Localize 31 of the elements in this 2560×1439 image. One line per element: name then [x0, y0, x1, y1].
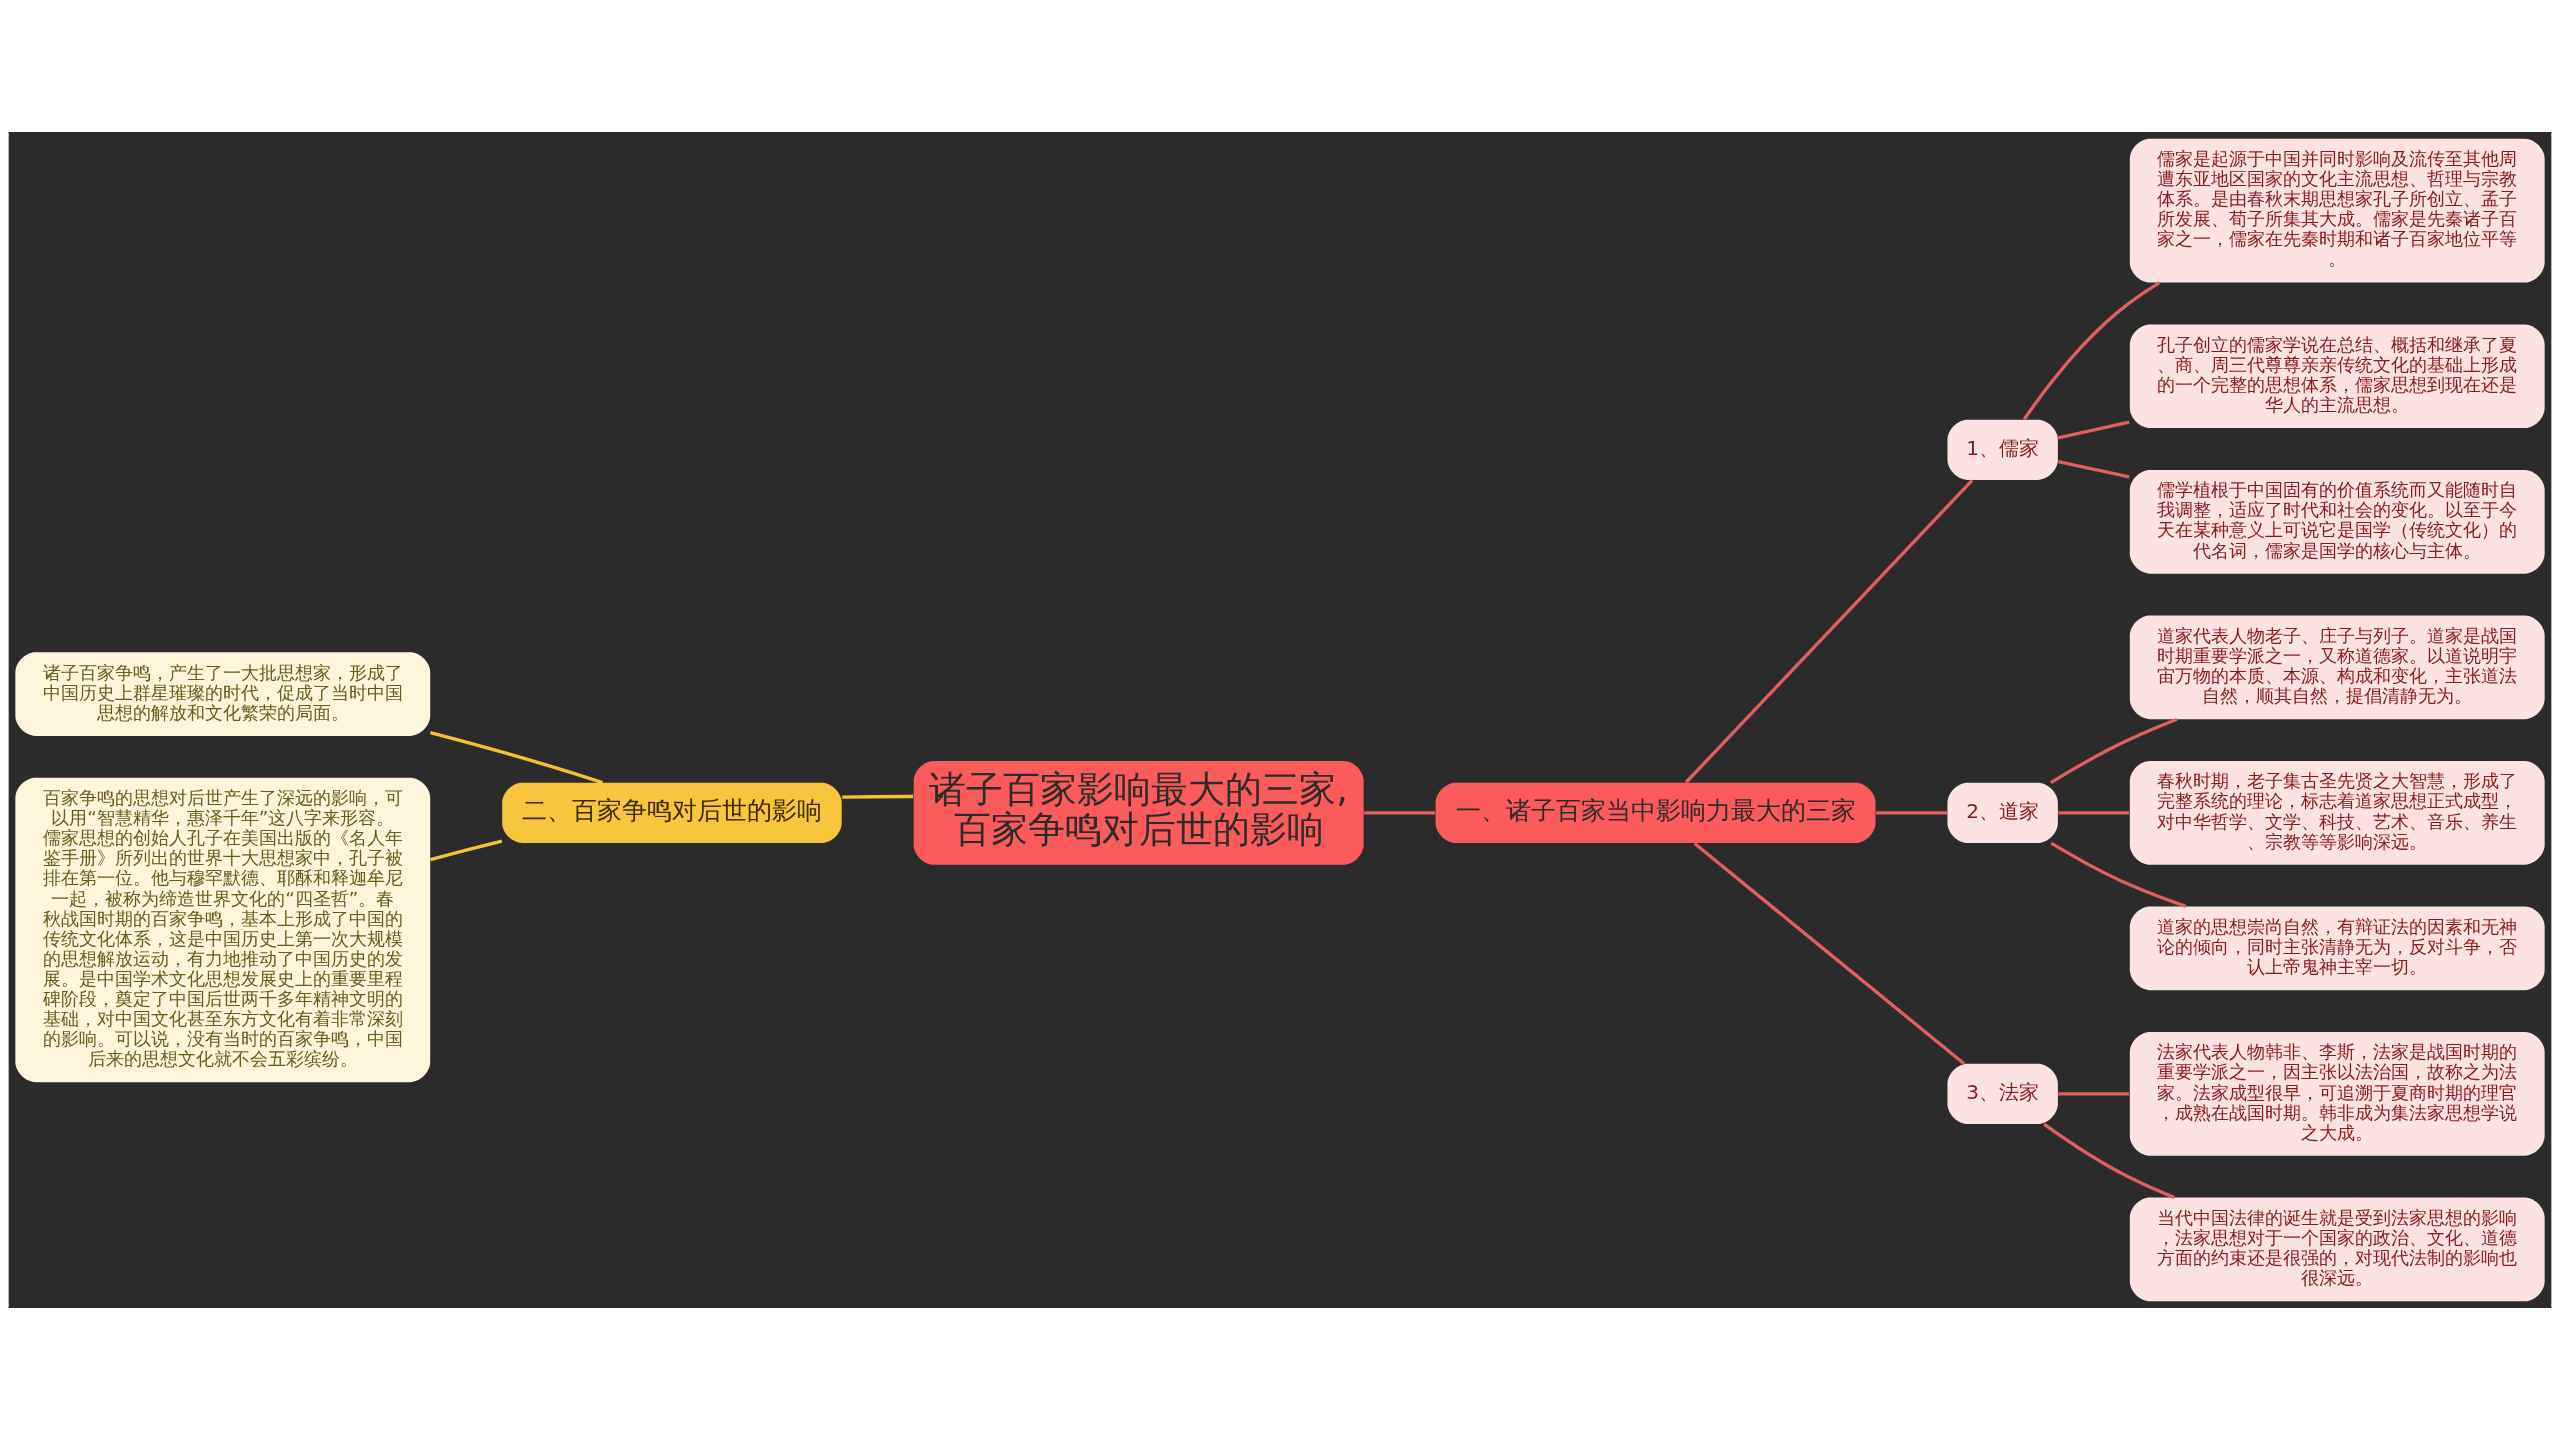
- node-box: 百家争鸣的思想对后世产生了深远的影响，可以用“智慧精华，惠泽千年”这八字来形容。儒家思想的创始人孔子在美国出版的《名人年鉴手册》所列出的世界十大思想家中，孔子被排在第一位。他与穆罕默德、耶酥和释迦牟尼一起，被称为缔造世界文化的“四圣哲”。春秋战国时期的百家争鸣，基本上形成了中国的传统文化体系，这是中国历史上第一次大规模的思想解放运动，有力地推动了中国历史的发展。是中国学术文化思想发展史上的重要里程碑阶段，奠定了中国后世两千多年精神文明的基础，对中国文化甚至东方文化有着非常深刻的影响。可以说，没有当时的百家争鸣，中国后来的思想文化就不会五彩缤纷。: [15, 777, 431, 1082]
- node-box: 春秋时期，老子集古圣先贤之大智慧，形成了完整系统的理论，标志着道家思想正式成型，对中华哲学、文学、科技、艺术、音乐、养生、宗教等等影响深远。: [2129, 760, 2545, 865]
- node-box: 孔子创立的儒家学说在总结、概括和继承了夏、商、周三代尊尊亲亲传统文化的基础上形成的一个完整的思想体系，儒家思想到现在还是华人的主流思想。: [2129, 323, 2545, 428]
- connector: [2057, 459, 2130, 479]
- node-box: 3、法家: [1947, 1063, 2058, 1124]
- node-box: 法家代表人物韩非、李斯，法家是战国时期的重要学派之一，因主张以法治国，故称之为法家。法家成型很早，可追溯于夏商时期的理官，成熟在战国时期。韩非成为集法家思想学说之大成。: [2129, 1031, 2545, 1156]
- node-box: 诸子百家影响最大的三家,百家争鸣对后世的影响: [913, 760, 1364, 865]
- connector: [2022, 280, 2161, 420]
- node-box: 1、儒家: [1947, 419, 2058, 480]
- connector: [2058, 810, 2130, 814]
- node-box: 二、百家争鸣对后世的影响: [502, 782, 842, 843]
- node-box: 道家代表人物老子、庄子与列子。道家是战国时期重要学派之一，又称道德家。以道说明宇宙万物的本质、本源、构成和变化，主张道法自然，顺其自然，提倡清静无为。: [2129, 614, 2545, 719]
- node-box: 当代中国法律的诞生就是受到法家思想的影响，法家思想对于一个国家的政治、文化、道德方面的约束还是很强的，对现代法制的影响也很深远。: [2129, 1197, 2545, 1301]
- node-box: 2、道家: [1947, 782, 2058, 843]
- node-box: 诸子百家争鸣，产生了一大批思想家，形成了中国历史上群星璀璨的时代，促成了当时中国思想的解放和文化繁荣的局面。: [15, 651, 431, 736]
- connector: [429, 730, 603, 784]
- connector: [1693, 841, 1966, 1065]
- connector: [1364, 810, 1435, 814]
- node-box: 道家的思想崇尚自然，有辩证法的因素和无神论的倾向，同时主张清静无为，反对斗争，否认上帝鬼神主宰一切。: [2129, 906, 2545, 990]
- connector: [2043, 1122, 2176, 1199]
- connector: [2058, 1091, 2130, 1096]
- connector: [2050, 841, 2187, 908]
- connector: [1684, 478, 1974, 784]
- connector: [1875, 810, 1948, 814]
- connector: [2049, 717, 2178, 784]
- node-box: 儒家是起源于中国并同时影响及流传至其他周遭东亚地区国家的文化主流思想、哲理与宗教体系。是由春秋末期思想家孔子所创立、孟子所发展、荀子所集其大成。儒家是先秦诸子百家之一，儒家在先秦时期和诸子百家地位平等。: [2129, 138, 2545, 283]
- node-box: 儒学植根于中国固有的价值系统而又能随时自我调整，适应了时代和社会的变化。以至于今天在某种意义上可说它是国学（传统文化）的代名词，儒家是国学的核心与主体。: [2129, 469, 2545, 574]
- node-box: 一、诸子百家当中影响力最大的三家: [1435, 782, 1876, 843]
- connector: [429, 839, 503, 861]
- connector: [2057, 419, 2130, 439]
- connector: [842, 794, 913, 799]
